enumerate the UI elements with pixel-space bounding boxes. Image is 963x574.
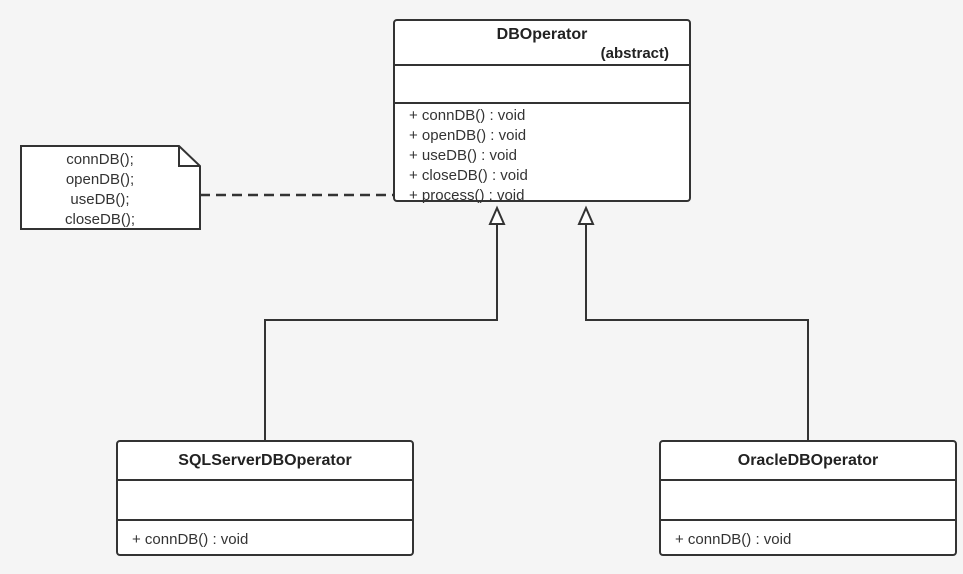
attributes-compartment: [661, 481, 955, 521]
class-name: SQLServerDBOperator: [118, 442, 412, 481]
class-name: OracleDBOperator: [661, 442, 955, 481]
class-stereotype: (abstract): [600, 45, 669, 62]
operations-compartment: + connDB() : void: [661, 521, 955, 550]
operation: + connDB() : void: [132, 531, 249, 548]
class-oracledboperator: OracleDBOperator + connDB() : void: [659, 440, 957, 556]
operation: + process() : void: [409, 187, 525, 204]
class-dboperator: DBOperator (abstract) + connDB() : void …: [393, 19, 691, 204]
note-shape: [20, 145, 201, 230]
class-sqlserverdboperator: SQLServerDBOperator + connDB() : void: [116, 440, 414, 556]
operation: + useDB() : void: [409, 147, 517, 164]
class-name-compartment: DBOperator (abstract): [395, 21, 689, 66]
operation: + connDB() : void: [675, 531, 792, 548]
operations-compartment: + connDB() : void: [118, 521, 412, 550]
operations-compartment: + connDB() : void + openDB() : void + us…: [395, 104, 689, 206]
note-line: openDB();: [65, 171, 135, 188]
operation: + openDB() : void: [409, 127, 527, 144]
generalization-sqlserver-line: [264, 224, 498, 440]
note-fold: [178, 146, 200, 167]
note-line: useDB();: [70, 191, 130, 208]
generalization-oracle-line: [585, 224, 809, 440]
note-line: connDB();: [66, 151, 134, 168]
note-text: connDB(); openDB(); useDB(); closeDB();: [21, 150, 179, 230]
class-name: DBOperator: [496, 26, 588, 43]
attributes-compartment: [118, 481, 412, 521]
operation: + closeDB() : void: [409, 167, 528, 184]
attributes-compartment: [395, 66, 689, 104]
note-line: closeDB();: [64, 211, 135, 228]
generalization-sqlserver-arrowhead: [488, 205, 506, 225]
generalization-oracle-arrowhead: [577, 205, 595, 225]
operation: + connDB() : void: [409, 107, 526, 124]
